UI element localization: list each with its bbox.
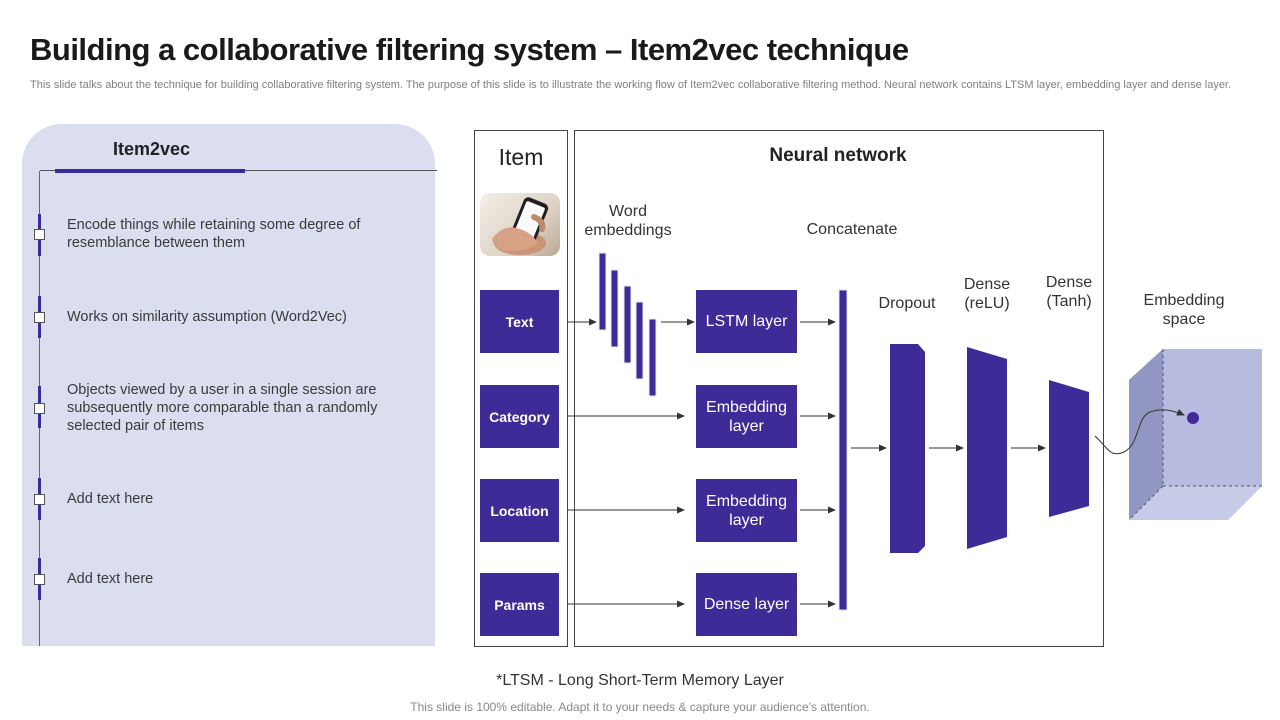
timeline-node (34, 229, 45, 240)
slide-subtitle: This slide talks about the technique for… (30, 79, 1232, 91)
footnote: *LTSM - Long Short-Term Memory Layer (496, 672, 784, 689)
concatenate-bar (838, 289, 848, 611)
timeline-node (34, 403, 45, 414)
item2vec-point: Objects viewed by a user in a single ses… (67, 382, 378, 434)
embedding-layer: Embedding layer (696, 479, 797, 542)
item2vec-point: Works on similarity assumption (Word2Vec… (67, 309, 347, 325)
embedding-space-cube (1128, 349, 1262, 521)
dense-tanh-block (1049, 380, 1089, 517)
dense-relu-label: Dense (reLU) (963, 276, 1011, 312)
item2vec-panel: Item2vec Encode things while retaining s… (22, 124, 437, 646)
embedding-space-label: Embedding space (1143, 292, 1225, 328)
embedding-layer: Embedding layer (696, 385, 797, 448)
dropout-block (890, 344, 925, 553)
lstm-layer: LSTM layer (696, 290, 797, 353)
item2vec-point: Add text here (67, 571, 154, 587)
item2vec-heading: Item2vec (113, 139, 191, 159)
word-embeddings-label: Word embeddings (584, 203, 672, 239)
dense-relu-block (967, 347, 1007, 549)
neural-network-title: Neural network (769, 145, 907, 166)
item-frame-title: Item (498, 144, 544, 170)
input-category: Category (480, 385, 559, 448)
input-text: Text (480, 290, 559, 353)
concatenate-label: Concatenate (806, 221, 898, 238)
embedding-point (1187, 412, 1199, 424)
dropout-label: Dropout (878, 295, 936, 312)
item2vec-point: Add text here (67, 491, 154, 507)
input-params: Params (480, 573, 559, 636)
timeline-node (34, 494, 45, 505)
item2vec-point: Encode things while retaining some degre… (67, 217, 361, 251)
footer-note: This slide is 100% editable. Adapt it to… (410, 700, 870, 714)
hand-holding-phone-photo (480, 193, 560, 256)
timeline-node (34, 574, 45, 585)
slide-title: Building a collaborative filtering syste… (30, 32, 909, 67)
dense-layer: Dense layer (696, 573, 797, 636)
timeline-node (34, 312, 45, 323)
word-embedding-bars (598, 252, 657, 397)
input-location: Location (480, 479, 559, 542)
dense-tanh-label: Dense (Tanh) (1045, 274, 1093, 310)
heading-accent-bar (55, 169, 245, 173)
curved-arrow (1094, 409, 1185, 455)
